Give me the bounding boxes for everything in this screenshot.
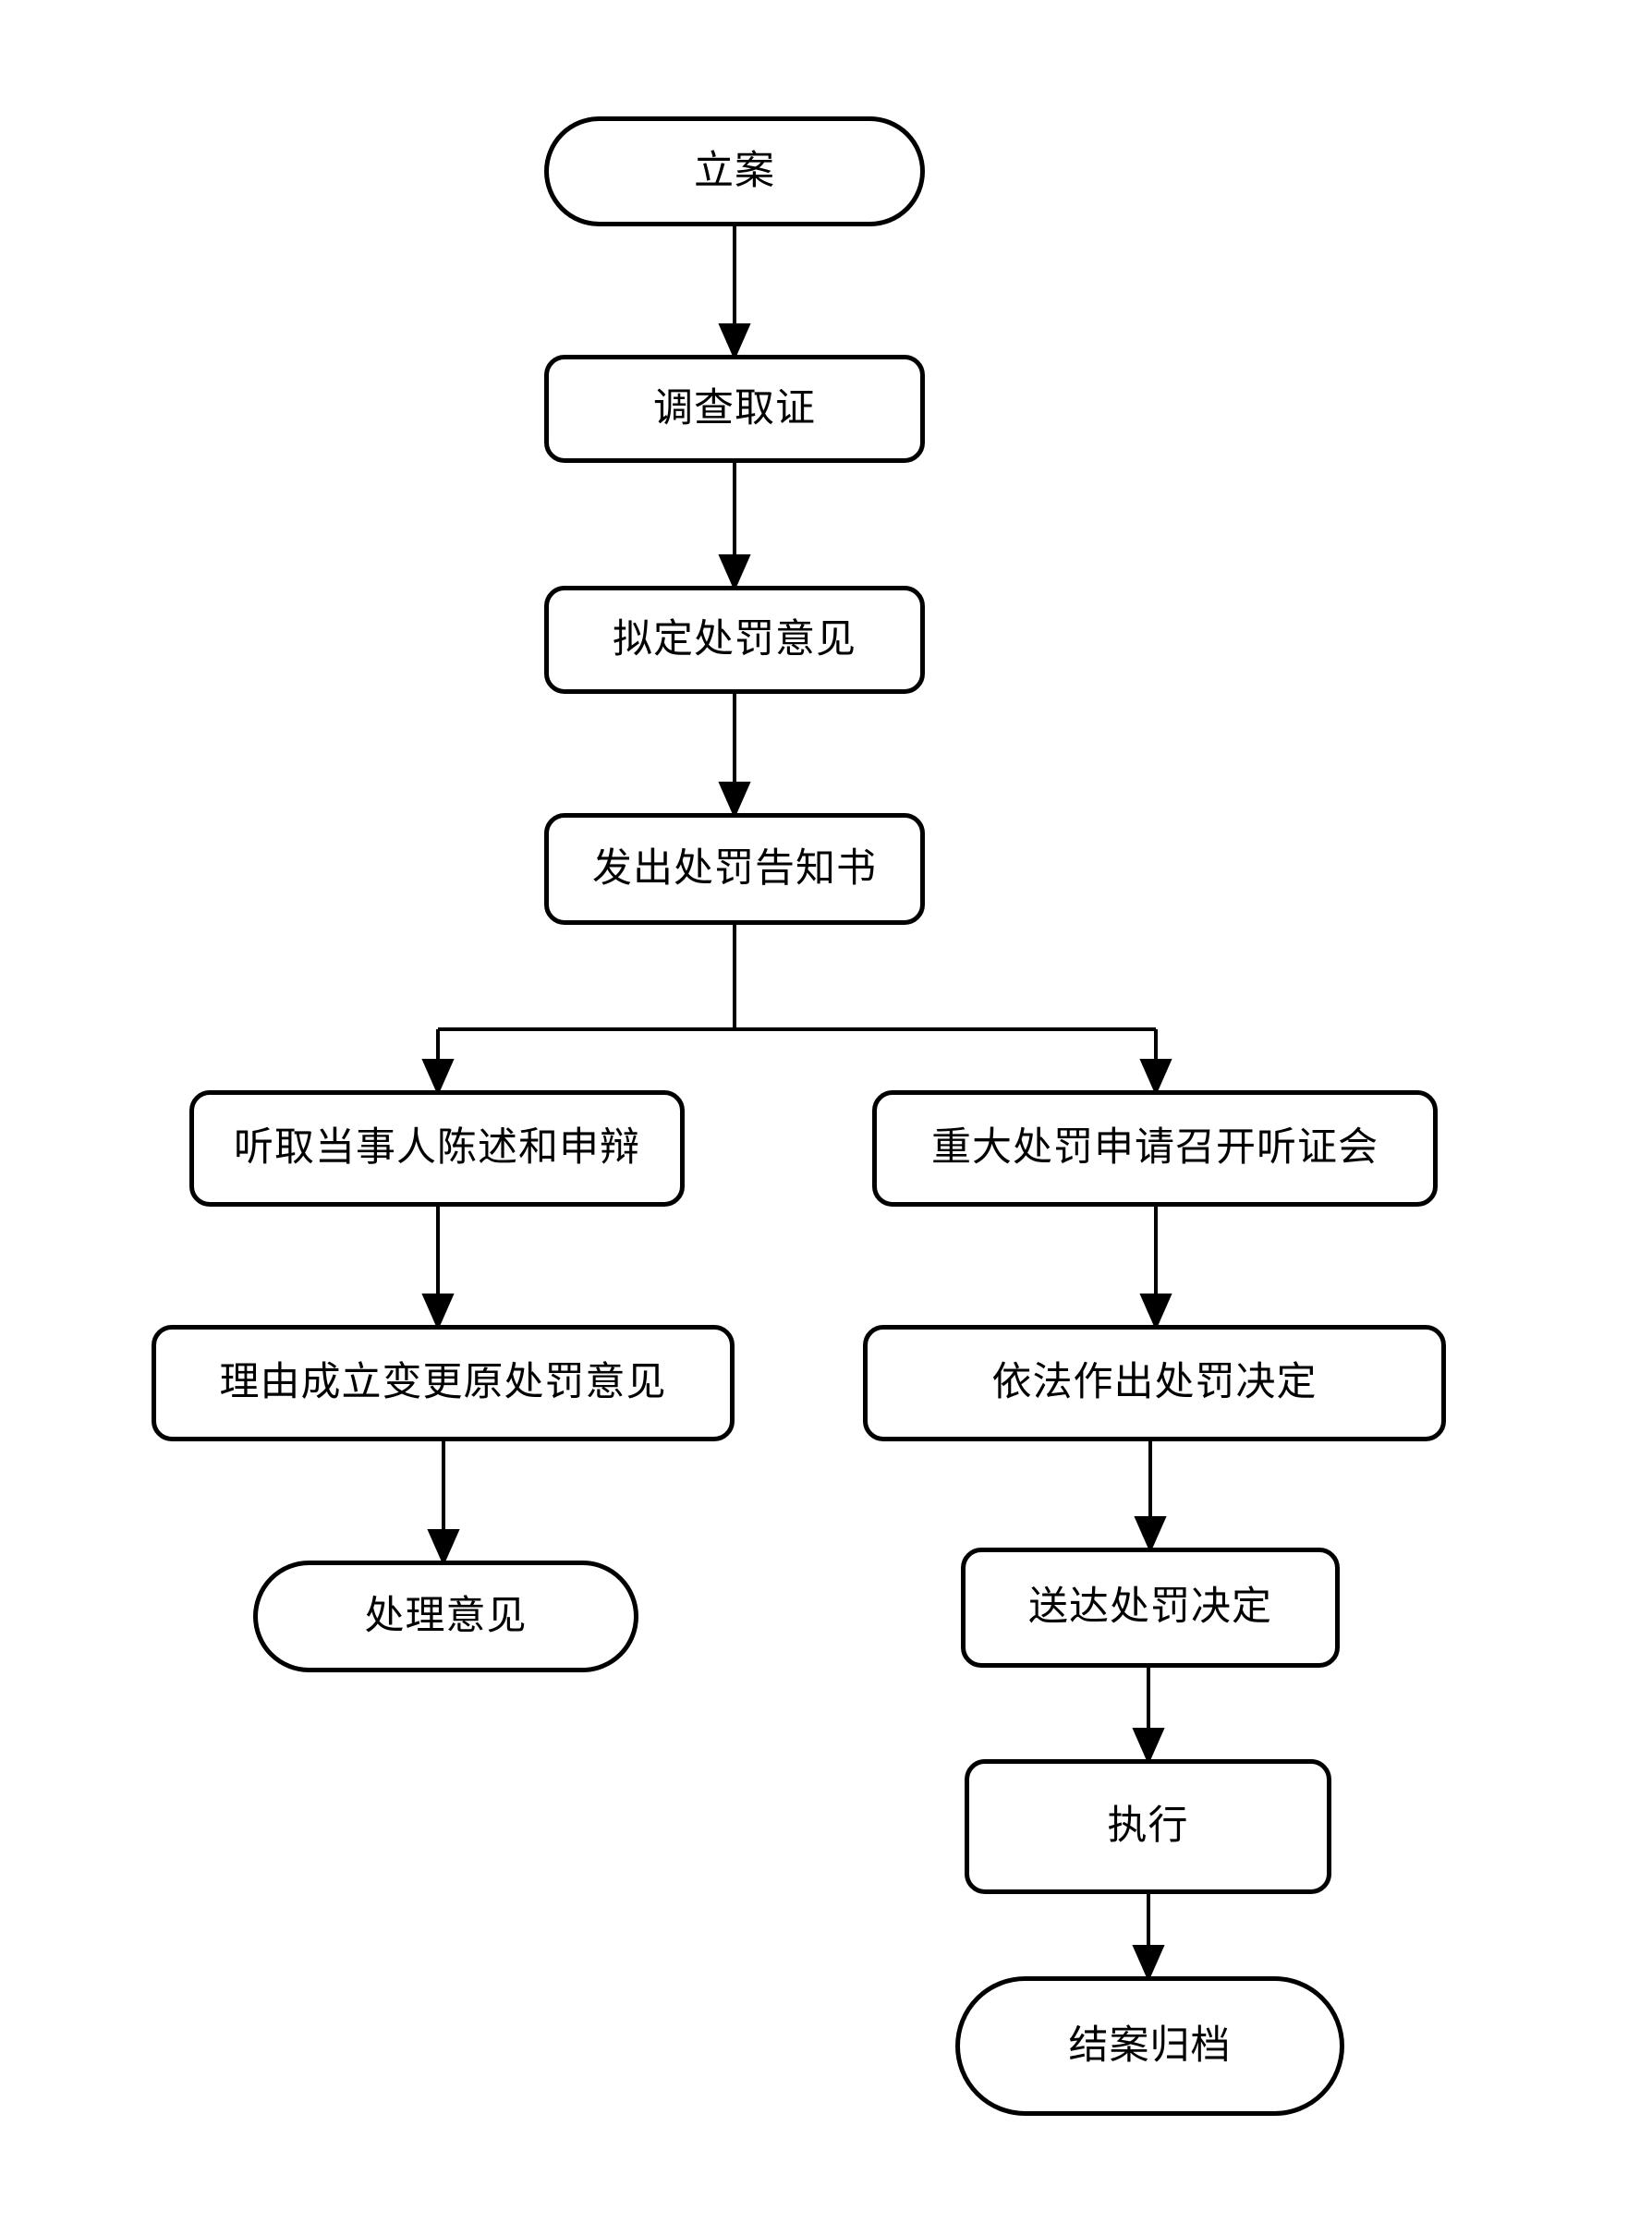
node-songda-chufa-jueding[interactable]: 送达处罚决定 [961, 1548, 1340, 1668]
node-label: 执行 [1107, 1803, 1189, 1850]
node-label: 听取当事人陈述和申辩 [234, 1124, 640, 1172]
node-label: 结案归档 [1068, 2022, 1232, 2069]
node-label: 发出处罚告知书 [592, 844, 877, 892]
node-yifa-zuochu-chufa-jueding[interactable]: 依法作出处罚决定 [863, 1325, 1446, 1441]
node-label: 依法作出处罚决定 [991, 1359, 1318, 1406]
node-diaocha-quzheng[interactable]: 调查取证 [544, 355, 925, 463]
node-label: 调查取证 [653, 384, 816, 431]
node-tingqu-dangshiren-chenshu-shenbian[interactable]: 听取当事人陈述和申辩 [189, 1090, 685, 1207]
node-jiean-guidang[interactable]: 结案归档 [955, 1976, 1344, 2116]
node-label: 重大处罚申请召开听证会 [931, 1124, 1379, 1172]
node-label: 送达处罚决定 [1028, 1584, 1272, 1631]
node-zhixing[interactable]: 执行 [965, 1759, 1331, 1894]
node-liyou-chengli-biangeng-chufa-yijian[interactable]: 理由成立变更原处罚意见 [152, 1325, 735, 1441]
node-label: 立案 [694, 147, 775, 194]
node-fachu-chufa-gaozhishu[interactable]: 发出处罚告知书 [544, 813, 925, 925]
node-niding-chufa-yijian[interactable]: 拟定处罚意见 [544, 586, 925, 694]
node-chuli-yijian[interactable]: 处理意见 [253, 1561, 638, 1672]
node-zhongda-chufa-shenqing-tingzhenghui[interactable]: 重大处罚申请召开听证会 [872, 1090, 1438, 1207]
node-label: 理由成立变更原处罚意见 [219, 1359, 667, 1406]
node-label: 处理意见 [364, 1592, 528, 1639]
node-liaan[interactable]: 立案 [544, 116, 925, 226]
node-label: 拟定处罚意见 [613, 615, 856, 662]
